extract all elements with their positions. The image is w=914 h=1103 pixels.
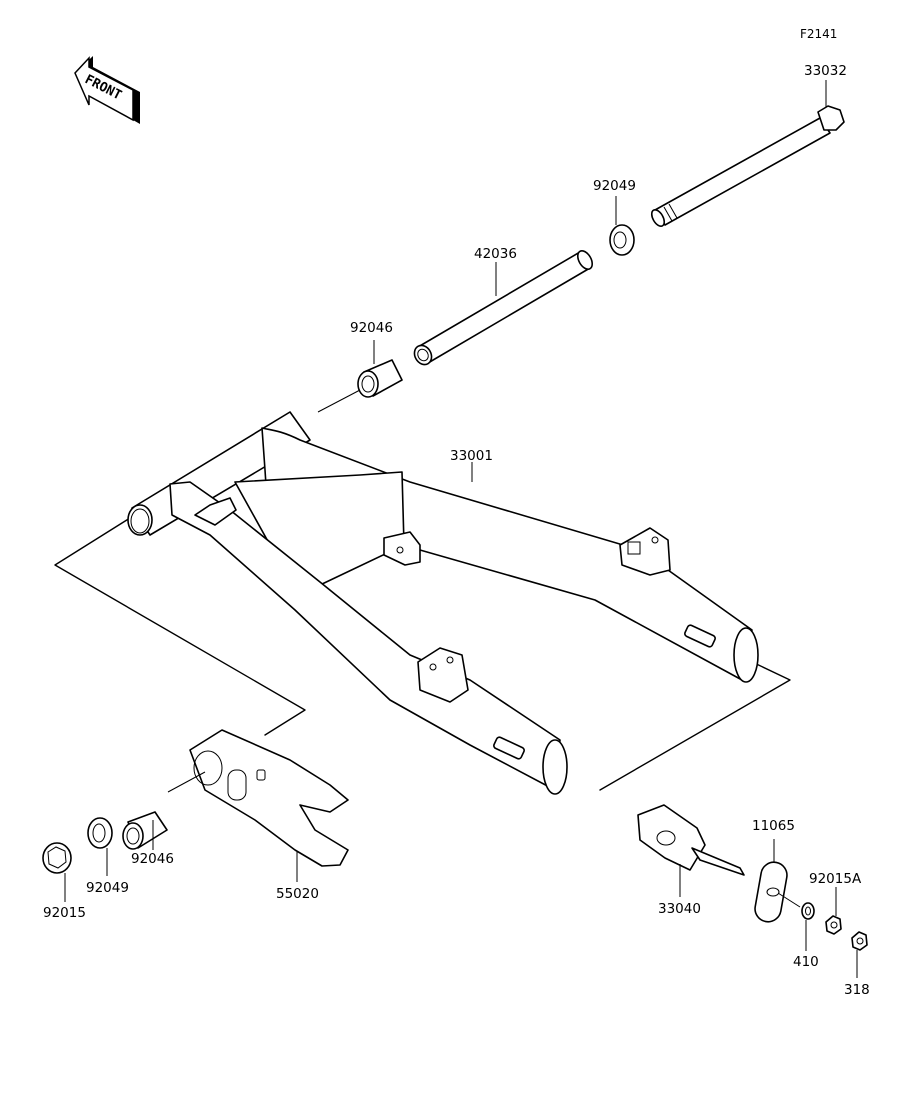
part-sleeve[interactable] (411, 248, 595, 367)
label-42036: 42036 (474, 246, 517, 262)
part-chain-guide[interactable] (167, 729, 349, 882)
label-410: 410 (793, 954, 819, 970)
label-92046-upper: 92046 (350, 320, 393, 336)
label-92049-upper: 92049 (593, 178, 636, 194)
label-92015: 92015 (43, 905, 86, 921)
part-flange-nut[interactable] (42, 842, 72, 902)
part-lock-nut[interactable] (851, 931, 868, 978)
part-collar-lower[interactable] (87, 817, 113, 876)
part-chain-adjuster[interactable] (637, 804, 745, 897)
figure-id: F2141 (800, 27, 837, 41)
label-33040: 33040 (658, 901, 701, 917)
label-11065: 11065 (752, 818, 795, 834)
part-plate[interactable] (753, 839, 801, 924)
label-92049-lower: 92049 (86, 880, 129, 896)
part-collar-upper[interactable] (609, 196, 635, 256)
part-washer[interactable] (801, 902, 815, 951)
part-swingarm[interactable] (54, 411, 791, 795)
label-55020: 55020 (276, 886, 319, 902)
label-33032: 33032 (804, 63, 847, 79)
label-318: 318 (844, 982, 870, 998)
front-arrow-icon: FRONT (74, 56, 140, 124)
label-33001: 33001 (450, 448, 493, 464)
part-pivot-shaft[interactable] (649, 80, 845, 228)
part-needle-bearing-lower[interactable] (122, 811, 168, 850)
part-needle-bearing-upper[interactable] (317, 340, 403, 413)
label-92046-lower: 92046 (131, 851, 174, 867)
part-nut[interactable] (825, 887, 842, 935)
label-92015a: 92015A (809, 871, 862, 887)
